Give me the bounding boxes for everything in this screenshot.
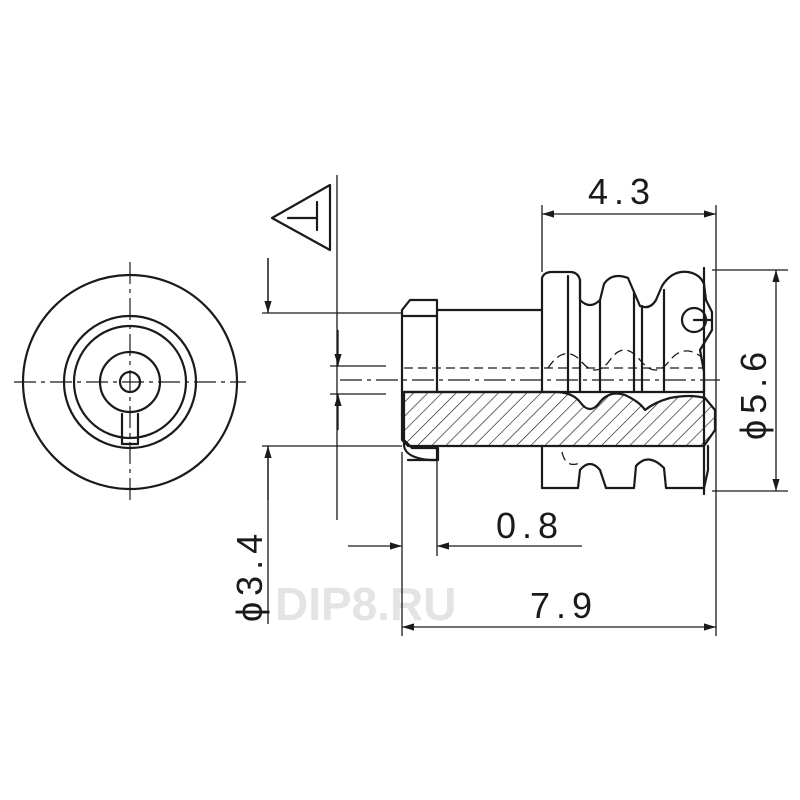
dim-total-length: 7.9 xyxy=(530,585,598,626)
dim-flange-width: 0.8 xyxy=(496,505,564,546)
lower-ribs xyxy=(540,444,710,490)
dim-inner-diameter: ϕ3.4 xyxy=(229,528,270,622)
end-view xyxy=(14,262,246,502)
section-hatch xyxy=(400,390,717,448)
lower-rib-hidden xyxy=(561,451,583,466)
roughness-triangle-icon xyxy=(270,175,338,520)
hidden-wave xyxy=(547,349,701,371)
dim-top-length: 4.3 xyxy=(588,171,656,212)
lower-left-lip xyxy=(402,390,439,462)
section-view xyxy=(340,266,720,496)
watermark: DIP8.RU xyxy=(275,578,456,630)
dim-outer-diameter: ϕ5.6 xyxy=(733,346,774,440)
upper-left-flange xyxy=(400,298,544,394)
upper-ribs xyxy=(540,270,714,394)
